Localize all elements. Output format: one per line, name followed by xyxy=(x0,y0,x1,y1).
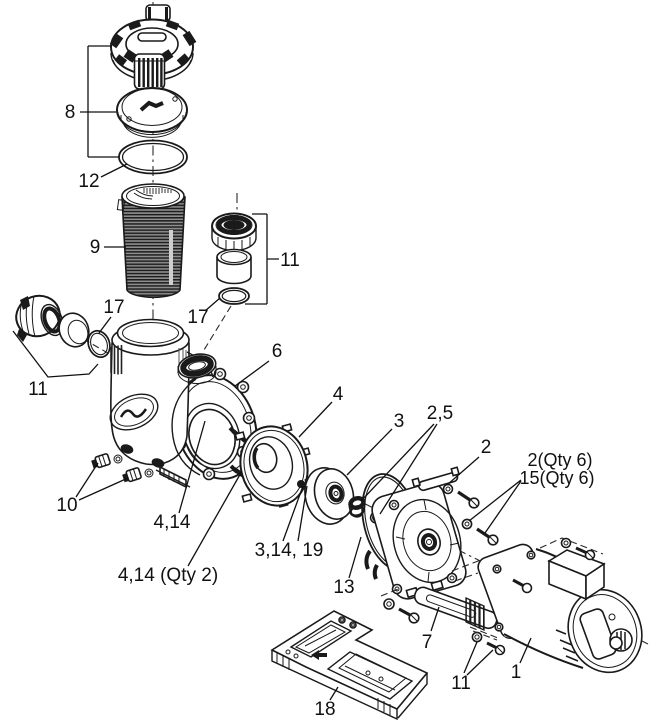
callout-15-qty6: 15(Qty 6) xyxy=(519,468,594,488)
callout-2-5: 2,5 xyxy=(427,403,453,424)
union-o-ring-right xyxy=(218,287,250,305)
impeller xyxy=(304,467,355,525)
callout-7: 7 xyxy=(422,632,433,653)
callout-12: 12 xyxy=(78,171,99,192)
union-o-ring-left xyxy=(87,329,111,359)
centerlines xyxy=(25,2,649,645)
callout-8: 8 xyxy=(65,102,76,123)
motor xyxy=(451,537,643,674)
callout-4: 4 xyxy=(333,384,344,405)
callout-17-left: 17 xyxy=(103,297,124,318)
strainer-basket xyxy=(116,183,186,299)
callout-4-14-qty2: 4,14 (Qty 2) xyxy=(118,565,218,586)
callout-6: 6 xyxy=(272,341,283,362)
callout-2: 2 xyxy=(481,437,492,458)
callout-2-qty6: 2(Qty 6) xyxy=(527,450,592,470)
callout-3-14-19: 3,14, 19 xyxy=(255,540,324,561)
callout-4-14: 4,14 xyxy=(154,512,191,533)
callout-11-left: 11 xyxy=(28,379,48,400)
callout-18: 18 xyxy=(314,699,335,720)
callout-labels: 8 12 9 11 17 17 11 6 10 4,14 4,14 (Qty 2… xyxy=(28,102,594,720)
discharge-port xyxy=(177,353,217,384)
seal-plate xyxy=(364,466,467,600)
callout-1: 1 xyxy=(511,662,522,683)
union-assembly-left xyxy=(15,294,111,359)
callout-3: 3 xyxy=(394,411,405,432)
clamp-ring xyxy=(109,4,197,90)
callout-17-right: 17 xyxy=(187,307,208,328)
union-assembly-right xyxy=(203,212,257,351)
base xyxy=(270,610,429,720)
clamp-knob xyxy=(133,53,166,90)
callout-10: 10 xyxy=(56,495,77,516)
union-sleeve-right xyxy=(216,248,252,285)
callout-leaders xyxy=(12,45,532,701)
diffuser xyxy=(234,423,311,508)
drain-plug-1 xyxy=(91,453,111,469)
union-sleeve-left xyxy=(58,312,90,348)
callout-11-right: 11 xyxy=(280,250,300,271)
motor-bracket xyxy=(413,586,498,632)
tank-lid xyxy=(116,87,188,138)
callout-11-bottom: 11 xyxy=(451,673,471,694)
callout-13: 13 xyxy=(333,577,354,598)
pump-housing xyxy=(91,318,258,489)
seal-plate-bolts xyxy=(380,490,499,624)
drain-plug-2 xyxy=(122,467,142,483)
callout-9: 9 xyxy=(90,237,101,258)
